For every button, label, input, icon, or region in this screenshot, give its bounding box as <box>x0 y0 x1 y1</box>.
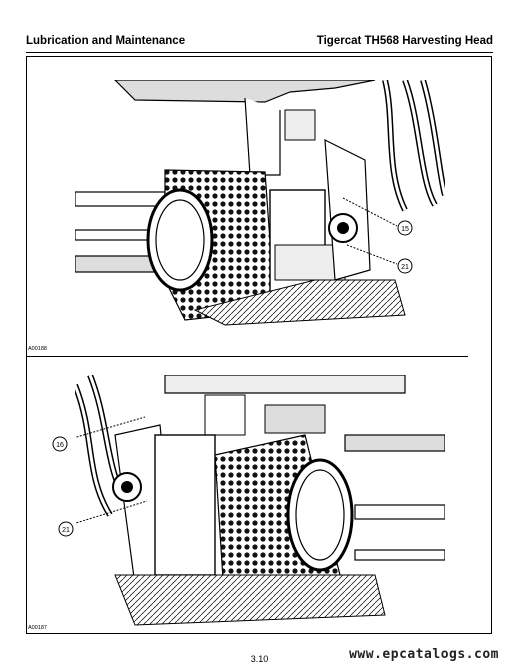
figure-1-illustration: 15 21 <box>75 80 445 338</box>
figure-divider <box>26 356 468 357</box>
figure-2-illustration <box>75 375 445 633</box>
callout-21: 21 <box>397 258 413 274</box>
watermark: www.epcatalogs.com <box>349 647 499 662</box>
callout-16-label: 16 <box>56 442 64 449</box>
callout-21-fig2: 21 <box>58 521 74 537</box>
section-title: Lubrication and Maintenance <box>26 35 186 47</box>
callout-15-label: 15 <box>401 226 409 233</box>
figure-2-drawing <box>75 375 445 626</box>
callout-16: 16 <box>52 436 68 452</box>
callout-21-label: 21 <box>401 264 409 271</box>
document-title: Tigercat TH568 Harvesting Head <box>316 35 493 47</box>
figure-1-drawing: 15 21 <box>75 80 445 326</box>
callout-15: 15 <box>397 220 413 236</box>
figure-2-code: A00187 <box>28 625 47 631</box>
page-number: 3.10 <box>250 654 269 664</box>
header-rule <box>26 52 493 53</box>
figure-frame <box>26 56 492 634</box>
callout-21-fig2-label: 21 <box>62 527 70 534</box>
figure-1-code: A00188 <box>28 346 47 352</box>
page-header: Lubrication and Maintenance Tigercat TH5… <box>26 35 493 51</box>
